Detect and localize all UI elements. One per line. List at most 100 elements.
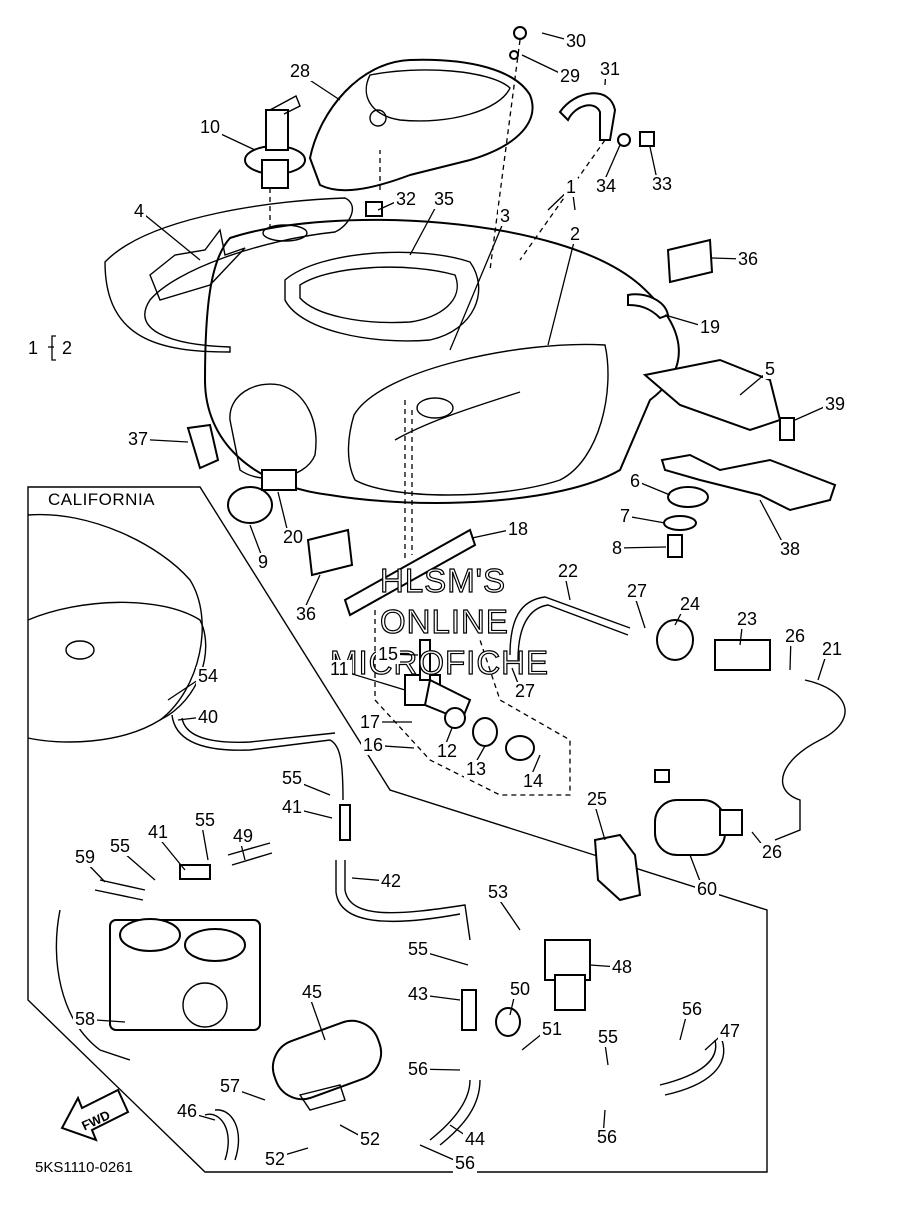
callout-backdrop [328,660,352,679]
leader-dashed [489,39,606,271]
callout-backdrop [610,958,634,977]
fitting [461,989,477,1031]
tank-emblem-outline [104,197,354,353]
callout-backdrop [280,798,304,817]
callout-backdrop [508,980,532,999]
callout-backdrop [108,837,132,856]
part-callout-3: 3 [500,206,510,226]
hose [227,842,273,866]
leader-dashed [269,150,381,230]
bracket [642,358,782,432]
carburetor [109,918,261,1031]
callout-backdrop [558,67,582,86]
part-callout-49: 49 [233,826,253,846]
part-callout-5: 5 [765,359,775,379]
group-bracket: 1 2 [28,335,72,361]
leader-line [547,233,577,346]
part-callout-31: 31 [600,59,620,79]
hose [429,1079,481,1146]
callout-backdrop [358,1130,382,1149]
part-callout-14: 14 [523,771,543,791]
part-callout-56: 56 [682,999,702,1019]
callout-backdrop [132,202,146,221]
callout-backdrop [486,883,510,902]
callout-backdrop [453,1154,477,1173]
callout-backdrop [564,178,578,197]
callout-backdrop [506,520,530,539]
part-callout-43: 43 [408,984,428,1004]
part-callout-10: 10 [200,117,220,137]
callout-backdrop [376,645,400,664]
label [666,238,714,284]
callout-backdrop [175,1102,199,1121]
bracket-label-2: 2 [62,338,72,358]
callout-backdrop [695,880,719,899]
part-callout-18: 18 [508,519,528,539]
damper [186,423,220,470]
california-tank-view [27,513,207,743]
part-callout-45: 45 [302,982,322,1002]
part-callout-50: 50 [510,979,530,999]
callout-backdrop [464,760,488,779]
part-callout-27: 27 [515,681,535,701]
fuel-hose [774,679,846,841]
washer [617,133,631,147]
vacuum-hose [171,714,344,801]
bracket-label-1: 1 [28,338,38,358]
callout-backdrop [196,667,220,686]
part-callout-32: 32 [396,189,416,209]
california-frame [27,486,768,1173]
part-callout-48: 48 [612,957,632,977]
region-label: CALIFORNIA [48,490,155,509]
callout-backdrop [263,1150,287,1169]
part-callout-19: 19 [700,317,720,337]
callout-backdrop [820,640,844,659]
part-callout-7: 7 [620,506,630,526]
part-callout-47: 47 [720,1021,740,1041]
leader-line [139,210,201,261]
hose [204,1109,240,1161]
callout-backdrop [596,1028,620,1047]
hose [659,1039,725,1096]
bracket-plate [660,453,837,512]
fitting [339,804,351,841]
part-callout-60: 60 [697,879,717,899]
part-callout-41: 41 [282,797,302,817]
damper [261,469,297,491]
callout-backdrop [736,250,760,269]
part-callout-13: 13 [466,759,486,779]
callout-backdrop [628,472,642,491]
part-callout-56: 56 [455,1153,475,1173]
part-callout-55: 55 [110,836,130,856]
callout-backdrop [556,562,580,581]
forward-arrow: FWD [60,1088,130,1142]
callout-backdrop [650,175,674,194]
part-callout-52: 52 [265,1149,285,1169]
fuel-filter [714,639,771,671]
callout-backdrop [513,682,537,701]
callout-backdrop [735,610,759,629]
callout-backdrop [193,811,217,830]
callout-backdrop [680,1000,704,1019]
tank-cover [308,58,534,192]
callout-backdrop [218,1077,242,1096]
washer [663,515,697,531]
part-callout-36: 36 [738,249,758,269]
callout-backdrop [778,540,802,559]
part-callout-38: 38 [780,539,800,559]
callout-backdrop [783,627,807,646]
callout-backdrop [126,430,150,449]
part-callout-33: 33 [652,174,672,194]
part-callout-35: 35 [434,189,454,209]
callout-backdrop [540,1020,564,1039]
part-callout-24: 24 [680,594,700,614]
fuel-hose [517,604,629,661]
callout-backdrop [294,605,318,624]
part-callout-42: 42 [381,871,401,891]
packing [472,717,498,747]
part-callout-39: 39 [825,394,845,414]
part-callout-34: 34 [596,176,616,196]
callout-backdrop [361,736,385,755]
part-callout-44: 44 [465,1129,485,1149]
